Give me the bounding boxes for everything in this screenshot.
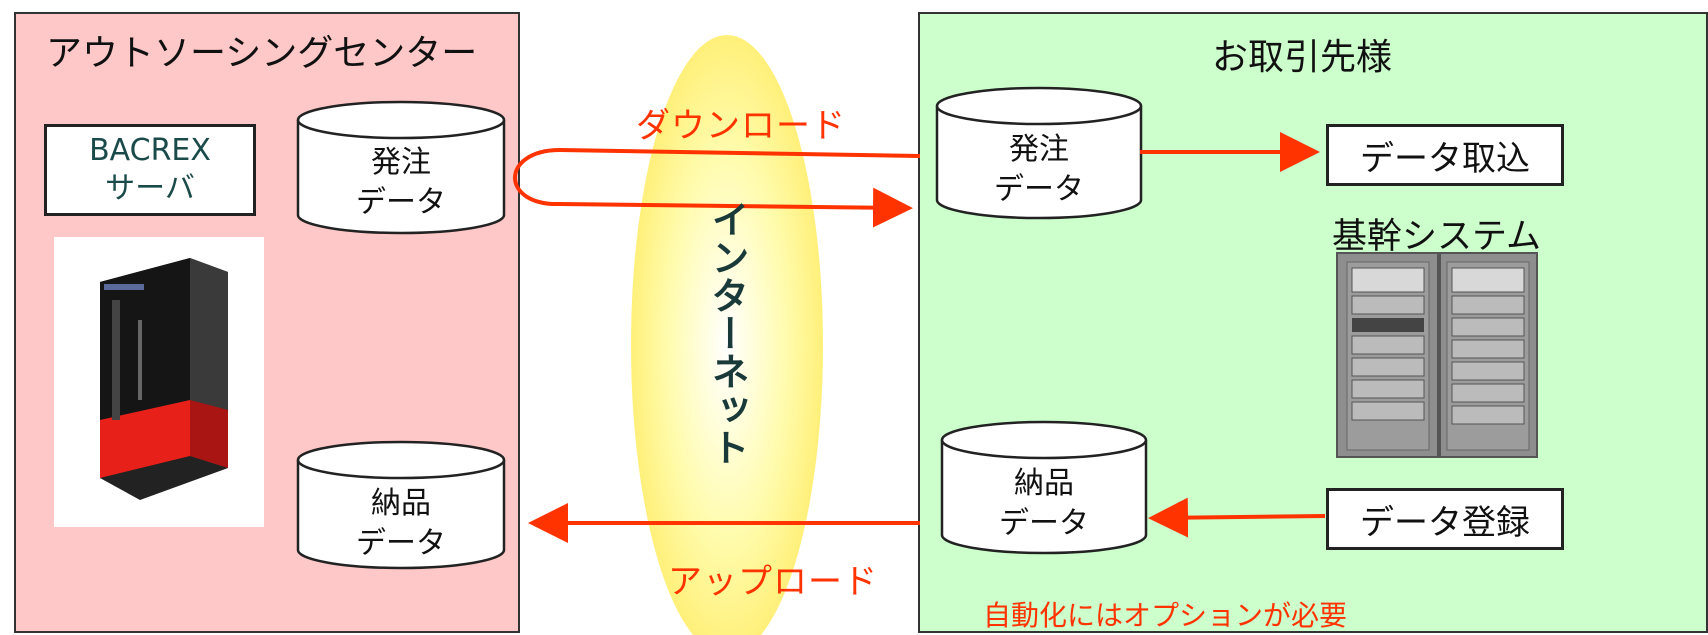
order-data-left-cylinder xyxy=(296,100,506,235)
delivery-data-right-label: 納品 データ xyxy=(942,464,1146,544)
order-data-right-label: 発注 データ xyxy=(937,130,1141,210)
download-arrow xyxy=(513,147,921,228)
order-data-right-line2: データ xyxy=(994,172,1084,207)
order-data-left-label: 発注 データ xyxy=(298,143,504,223)
bacrex-server-label-line1: BACREX xyxy=(89,133,211,168)
data-import-box: データ取込 xyxy=(1326,124,1564,186)
download-label: ダウンロード xyxy=(636,106,846,146)
register-arrow xyxy=(1148,497,1326,538)
delivery-data-right-line2: データ xyxy=(999,506,1089,541)
internet-cloud xyxy=(631,35,823,635)
outsourcing-center-title: アウトソーシングセンター xyxy=(46,33,478,74)
delivery-data-right-cylinder xyxy=(940,420,1148,555)
partner-title: お取引先様 xyxy=(1212,37,1393,78)
order-data-left-line2: データ xyxy=(356,185,446,220)
delivery-data-right-line1: 納品 xyxy=(1014,466,1074,501)
order-data-right-cylinder xyxy=(935,86,1143,220)
delivery-data-left-cylinder xyxy=(296,440,506,570)
server-image xyxy=(54,237,264,527)
delivery-data-left-line1: 納品 xyxy=(371,486,431,521)
order-data-left-line1: 発注 xyxy=(371,145,431,180)
bacrex-server-box: BACREX サーバ xyxy=(44,124,256,216)
core-system-label: 基幹システム xyxy=(1332,217,1541,257)
upload-label: アップロード xyxy=(668,562,878,602)
bacrex-server-label-line2: サーバ xyxy=(105,171,195,206)
core-system-rack-image xyxy=(1336,252,1538,458)
delivery-data-left-label: 納品 データ xyxy=(298,484,504,564)
automation-note: 自動化にはオプションが必要 xyxy=(983,599,1348,632)
data-register-box: データ登録 xyxy=(1326,488,1564,550)
internet-label: インターネット xyxy=(705,200,749,466)
order-data-right-line1: 発注 xyxy=(1009,132,1069,167)
delivery-data-left-line2: データ xyxy=(356,526,446,561)
